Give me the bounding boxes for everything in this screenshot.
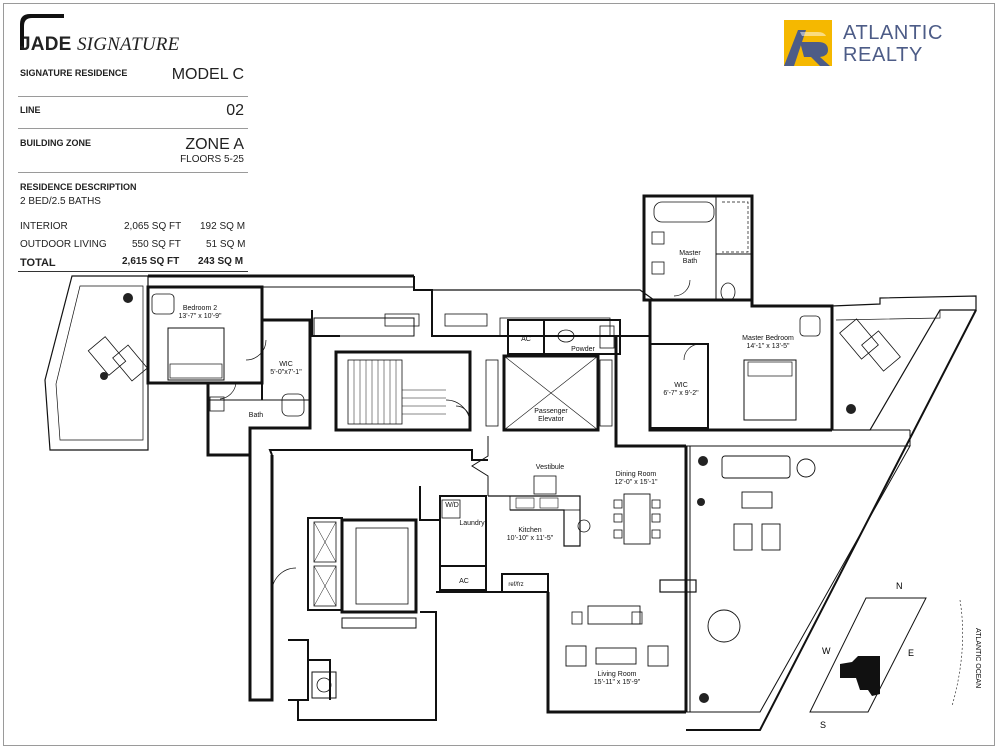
compass-north: N: [896, 581, 903, 591]
line-label: LINE: [20, 105, 41, 115]
wd-name: W/D: [445, 502, 459, 509]
spec-row-line: LINE 02: [18, 96, 248, 129]
elevator-shaft: [502, 354, 600, 432]
atlantic-realty-logo-mark: [784, 20, 832, 66]
area-outdoor-sqft: 550 SQ FT: [132, 239, 181, 250]
dining-name: Dining Room: [616, 471, 657, 478]
area-outdoor-sqm: 51 SQ M: [206, 239, 246, 250]
jade-signature-logo: JADE SIGNATURE: [20, 34, 180, 55]
spec-row-total: TOTAL 2,615 SQ FT 243 SQ M: [18, 254, 248, 272]
service-elevator: [340, 518, 418, 614]
bedroom-2: [146, 285, 264, 385]
description-value: 2 BED/2.5 BATHS: [20, 196, 101, 207]
ac-bottom-name: AC: [459, 578, 469, 585]
vestibule-name: Vestibule: [536, 464, 565, 471]
residence-value: MODEL C: [171, 66, 244, 83]
atlantic-ocean-label: ATLANTIC OCEAN: [974, 628, 981, 688]
bedroom2-dims: 13'-7" x 10'-9": [178, 313, 222, 320]
spec-row-residence: SIGNATURE RESIDENCE MODEL C: [18, 62, 248, 97]
area-total-sqm: 243 SQ M: [198, 256, 244, 267]
residence-label: SIGNATURE RESIDENCE: [20, 68, 128, 78]
area-outdoor-name: OUTDOOR LIVING: [20, 239, 107, 250]
spec-row-zone: BUILDING ZONE ZONE A FLOORS 5-25: [18, 128, 248, 173]
ac-bottom: [439, 565, 487, 591]
zone-label: BUILDING ZONE: [20, 138, 91, 148]
master-bath: [642, 194, 754, 302]
master-bath-name-1: Master: [679, 250, 701, 257]
key-plan: N S E W ATLANTIC OCEAN: [809, 581, 981, 730]
area-total-sqft: 2,615 SQ FT: [122, 256, 180, 267]
kitchen-name: Kitchen: [518, 527, 541, 534]
left-balcony: [44, 275, 149, 451]
living-name: Living Room: [598, 671, 637, 678]
compass-east: E: [908, 648, 914, 658]
bedroom2-name: Bedroom 2: [183, 305, 217, 312]
atlantic-realty-name: ATLANTIC REALTY: [843, 22, 943, 66]
powder-room: [543, 319, 621, 355]
elevator-name-2: Elevator: [538, 416, 564, 423]
master-bedroom-name: Master Bedroom: [742, 335, 794, 342]
kitchen-dims: 10'-10" x 11'-5": [507, 535, 554, 542]
area-interior-sqft: 2,065 SQ FT: [124, 221, 182, 232]
description-label: RESIDENCE DESCRIPTION: [20, 182, 137, 192]
master-wic: [649, 343, 709, 429]
jade-logo-mark: [20, 14, 64, 50]
living-dims: 15'-11" x 15'-9": [594, 679, 641, 686]
bath-name: Bath: [249, 412, 264, 419]
page-frame: [3, 3, 995, 746]
wic-right-dims: 6'-7" x 9'-2": [663, 390, 699, 397]
ac-top-name: AC: [521, 336, 531, 343]
laundry-name: Laundry: [459, 520, 485, 527]
wic-left-dims: 5'-0"x7'-1": [270, 369, 302, 376]
area-interior-sqm: 192 SQ M: [200, 221, 246, 232]
dining-dims: 12'-0" x 15'-1": [614, 479, 658, 486]
wic-right-name: WIC: [674, 382, 688, 389]
wic-left-name: WIC: [279, 361, 293, 368]
area-total-name: TOTAL: [20, 257, 56, 269]
elevator-name-1: Passenger: [534, 408, 568, 415]
refrig-name: ref/frz: [508, 582, 523, 588]
zone-value: ZONE A: [185, 136, 244, 153]
compass-west: W: [822, 646, 831, 656]
plant-icons: [100, 293, 856, 703]
stair-core: [334, 350, 472, 432]
powder-name: Powder: [571, 346, 595, 353]
compass-south: S: [820, 720, 826, 730]
line-value: 02: [226, 102, 244, 119]
master-bedroom-dims: 14'-1" x 13'-5": [746, 343, 790, 350]
area-interior-name: INTERIOR: [20, 221, 68, 232]
zone-floors: FLOORS 5-25: [180, 154, 244, 165]
master-bath-name-2: Bath: [683, 258, 698, 265]
